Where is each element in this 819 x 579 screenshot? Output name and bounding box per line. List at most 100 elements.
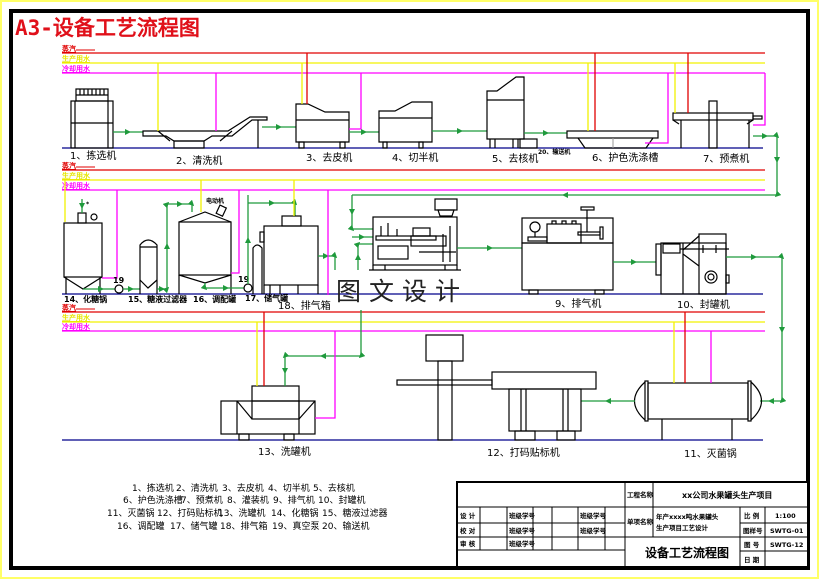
process-water-legend-label: 生产用水: [62, 313, 91, 322]
side-port: [259, 231, 265, 243]
slab-chamfer: [672, 119, 754, 125]
machine-body: [378, 101, 433, 143]
process-water-legend-label: 生产用水: [62, 171, 91, 180]
legend-item: 10、封罐机: [318, 494, 365, 506]
label-equipment-17: 17、储气罐: [245, 293, 288, 303]
body-dividers: [236, 401, 300, 434]
class-id-label: 班级学号: [580, 526, 607, 535]
machine-body: [295, 103, 350, 143]
vacuum-pump-icon: [114, 284, 124, 294]
equipment-legend-list: 1、拣选机 2、清洗机 3、去皮机 4、切半机 5、去核机 6、护色洗涤槽 7、…: [107, 482, 387, 532]
label-equipment-1: 1、拣选机: [70, 149, 116, 162]
equipment-16-blending-tank: 电动机: [178, 197, 232, 294]
legend-item: 6、护色洗涤槽: [123, 494, 183, 506]
equipment-13-can-washer: [220, 385, 316, 441]
steam-legend-label: 蒸汽: [62, 44, 76, 53]
label-equipment-7: 7、预煮机: [703, 152, 749, 165]
label-pump-19: 19: [113, 276, 125, 285]
class-id-label: 班级学号: [509, 511, 536, 520]
leg: [339, 141, 346, 149]
end-cap-right: [750, 381, 763, 421]
class-id-label: 班级学号: [509, 539, 536, 548]
lift-post: [708, 100, 718, 149]
pot-cone-and-legs: [63, 276, 103, 294]
drive-box: [410, 235, 447, 247]
legend-item: 19、真空泵: [272, 520, 319, 532]
steam-legend-label: 蒸汽: [62, 303, 76, 312]
shaft-collars: [702, 245, 717, 253]
motor-icon: [215, 204, 228, 218]
legend-item: 4、切半机: [268, 482, 310, 494]
foot: [556, 430, 576, 441]
cooling-drop-3: [349, 73, 362, 130]
gauge-base: [527, 236, 548, 242]
pot-body: [63, 222, 103, 278]
item-name-label: 单项名称: [627, 517, 654, 526]
belt-guard: [682, 235, 700, 267]
label-equipment-10: 10、封罐机: [677, 298, 730, 311]
legend-item: 20、输送机: [322, 520, 369, 532]
drawing-frame: [9, 9, 810, 570]
process-water-legend-label: 生产用水: [62, 54, 91, 63]
cooling-return-13: [315, 331, 336, 419]
class-id-label: 班级学号: [580, 511, 607, 520]
foot: [594, 289, 605, 295]
tank-top: [566, 130, 659, 139]
label-equipment-15: 15、糖液过滤器: [128, 294, 188, 304]
flow-to-13: [282, 310, 366, 386]
flow-18-out: [318, 251, 338, 270]
body-frame: [71, 101, 113, 148]
equipment-9-exhaust-machine: [521, 206, 614, 295]
legend-item: 15、糖液过滤器: [322, 507, 387, 519]
cooling-drop-16: [231, 190, 240, 274]
equipment-4-halving-machine: [378, 101, 433, 149]
vacuum-pump-icon: [243, 283, 253, 293]
valve-handle-icon: [580, 206, 595, 211]
step: [519, 138, 538, 149]
label-equipment-5: 5、去核机: [492, 152, 538, 165]
foot: [514, 430, 536, 441]
cooker-frame: [680, 120, 750, 148]
flow-to-8-a: [347, 195, 373, 232]
legend-item: 14、化糖锅: [271, 507, 318, 519]
label-equipment-2: 2、清洗机: [176, 154, 222, 167]
equipment-8-filling-machine: [369, 198, 461, 271]
labeler-body: [508, 388, 582, 432]
drawing-no-label: 图 号: [744, 540, 760, 549]
cooling-water-legend-label: 冷却用水: [62, 181, 91, 190]
title-block: 工程名称 xx公司水果罐头生产项目 设 计 班级学号 班级学号 校 对 班级学号…: [456, 481, 809, 568]
tank-base: [577, 137, 654, 149]
legs: [489, 139, 519, 148]
equipment-7-pre-cooker: [672, 100, 763, 149]
hand-wheel: [655, 243, 662, 276]
machine-base: [369, 265, 461, 271]
flow-to-18: [248, 198, 298, 216]
printer-head: [425, 334, 464, 362]
tank-top-cone: [178, 211, 232, 223]
equipment-3-peeling-machine: [295, 103, 350, 149]
legend-item: 13、洗罐机: [218, 507, 265, 519]
tank-body: [178, 221, 232, 276]
label-pump-19: 19: [238, 275, 250, 284]
label-equipment-16: 16、调配罐: [193, 294, 236, 304]
label-equipment-3: 3、去皮机: [306, 151, 352, 164]
flow-16-to-pump: [200, 283, 244, 291]
tank-base: [173, 140, 205, 149]
vessel-body: [647, 382, 749, 420]
control-box: [412, 227, 431, 237]
wash-tank: [142, 116, 268, 142]
legend-item: 1、拣选机: [132, 482, 174, 494]
flange-left: [644, 380, 649, 422]
tank-body: [252, 244, 263, 294]
flow-7-to-8: [352, 131, 782, 198]
row-3-utility-pipes: 蒸汽 生产用水 冷却用水: [62, 303, 765, 332]
legend-item: 2、清洗机: [176, 482, 218, 494]
date-label: 日 期: [744, 555, 760, 564]
filling-nozzles: [380, 223, 398, 236]
label-equipment-12: 12、打码贴标机: [487, 446, 560, 459]
equipment-1-sorting-machine: [70, 88, 114, 149]
equipment-2-washer: [142, 116, 268, 149]
filter-body: [139, 239, 158, 294]
watermark: 图文设计: [336, 277, 468, 306]
sheet-no-label: 图样号: [743, 526, 763, 535]
